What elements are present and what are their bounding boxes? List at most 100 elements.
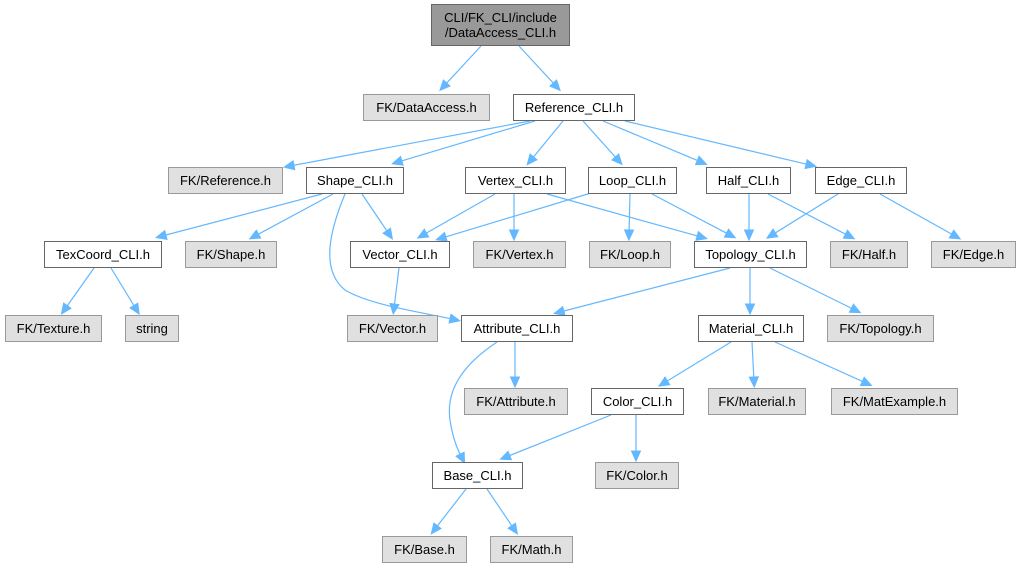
node-fk-edge[interactable]: FK/Edge.h (931, 241, 1016, 268)
node-box (589, 241, 671, 268)
arrowhead-icon (509, 376, 521, 389)
node-shape-cli[interactable]: Shape_CLI.h (306, 167, 404, 194)
edge-line (665, 341, 732, 383)
nodes-layer: CLI/FK_CLI/include/DataAccess_CLI.hFK/Da… (5, 4, 1016, 563)
arrowhead-icon (248, 229, 262, 240)
node-label: Edge_CLI.h (827, 173, 896, 188)
node-label: FK/Shape.h (197, 247, 266, 262)
arrowhead-icon (391, 155, 404, 166)
node-box (595, 462, 679, 489)
edge-loop_cli-to-topology_cli (651, 193, 737, 239)
node-base-cli[interactable]: Base_CLI.h (432, 462, 523, 489)
edge-line (773, 193, 839, 235)
node-fk-topology[interactable]: FK/Topology.h (827, 315, 934, 342)
edge-root-to-reference_cli (518, 45, 561, 92)
node-fk-math[interactable]: FK/Math.h (490, 536, 573, 563)
arrowhead-icon (553, 305, 566, 316)
edge-reference_cli-to-fk_reference (282, 120, 531, 171)
arrowhead-icon (155, 229, 168, 240)
node-fk-color[interactable]: FK/Color.h (595, 462, 679, 489)
node-fk-half[interactable]: FK/Half.h (830, 241, 908, 268)
node-fk-attribute[interactable]: FK/Attribute.h (464, 388, 568, 415)
node-box (815, 167, 907, 194)
arrowhead-icon (695, 230, 708, 241)
node-fk-material[interactable]: FK/Material.h (708, 388, 806, 415)
edge-reference_cli-to-loop_cli (582, 120, 623, 166)
edge-topology_cli-to-attribute_cli (553, 267, 731, 316)
node-half-cli[interactable]: Half_CLI.h (706, 167, 791, 194)
node-attribute-cli[interactable]: Attribute_CLI.h (461, 315, 573, 342)
node-label: Loop_CLI.h (599, 173, 666, 188)
edge-reference_cli-to-edge_cli (624, 120, 818, 170)
arrowhead-icon (282, 159, 296, 171)
edge-root-to-fk_dataaccess (439, 45, 482, 92)
edge-line (393, 267, 400, 307)
node-fk-reference[interactable]: FK/Reference.h (168, 167, 283, 194)
node-label: FK/DataAccess.h (376, 100, 476, 115)
arrowhead-icon (848, 303, 862, 314)
node-fk-vector[interactable]: FK/Vector.h (347, 315, 438, 342)
node-fk-dataaccess[interactable]: FK/DataAccess.h (363, 94, 490, 121)
node-box (185, 241, 277, 268)
edge-material_cli-to-fk_matexample (774, 341, 873, 386)
node-box (432, 462, 523, 489)
edge-edge_cli-to-topology_cli (765, 193, 839, 239)
node-label: Shape_CLI.h (317, 173, 393, 188)
node-color-cli[interactable]: Color_CLI.h (591, 388, 684, 415)
node-box (347, 315, 438, 342)
arrowhead-icon (448, 313, 462, 324)
node-string[interactable]: string (125, 315, 179, 342)
edge-shape_cli-to-texcoord_cli (155, 193, 323, 240)
arrowhead-icon (129, 302, 140, 316)
node-fk-matexample[interactable]: FK/MatExample.h (831, 388, 958, 415)
edge-line (624, 120, 809, 166)
node-reference-cli[interactable]: Reference_CLI.h (513, 94, 635, 121)
edge-material_cli-to-fk_material (748, 341, 760, 389)
edge-vertex_cli-to-topology_cli (546, 193, 708, 241)
node-label: FK/Reference.h (180, 173, 271, 188)
edge-line (769, 267, 854, 310)
node-box (306, 167, 404, 194)
arrowhead-icon (630, 450, 642, 463)
node-label: Base_CLI.h (444, 468, 512, 483)
node-box (513, 94, 635, 121)
node-topology-cli[interactable]: Topology_CLI.h (694, 241, 807, 268)
node-edge-cli[interactable]: Edge_CLI.h (815, 167, 907, 194)
node-fk-base[interactable]: FK/Base.h (382, 536, 467, 563)
node-label: FK/Vertex.h (486, 247, 554, 262)
edge-reference_cli-to-half_cli (602, 120, 708, 166)
edge-line (546, 193, 700, 238)
edge-edge_cli-to-fk_edge (879, 193, 962, 240)
edge-reference_cli-to-vertex_cli (526, 120, 564, 166)
edge-vertex_cli-to-fk_vertex (508, 194, 520, 242)
edge-line (531, 120, 564, 159)
node-loop-cli[interactable]: Loop_CLI.h (588, 167, 677, 194)
edge-color_cli-to-fk_color (630, 415, 642, 463)
arrowhead-icon (623, 229, 635, 242)
node-label: FK/Base.h (394, 542, 455, 557)
node-fk-texture[interactable]: FK/Texture.h (5, 315, 102, 342)
edge-line (879, 193, 954, 236)
node-box (461, 315, 573, 342)
node-box (168, 167, 283, 194)
edge-line (582, 120, 618, 159)
node-box (591, 388, 684, 415)
arrowhead-icon (382, 227, 394, 240)
node-vertex-cli[interactable]: Vertex_CLI.h (465, 167, 566, 194)
edge-topology_cli-to-fk_topology (769, 267, 862, 314)
node-texcoord-cli[interactable]: TexCoord_CLI.h (44, 241, 162, 268)
node-material-cli[interactable]: Material_CLI.h (698, 315, 804, 342)
node-box (465, 167, 566, 194)
edge-vector_cli-to-fk_vector (389, 267, 400, 316)
node-label: CLI/FK_CLI/include (444, 10, 557, 25)
node-root: CLI/FK_CLI/include/DataAccess_CLI.h (431, 4, 570, 46)
node-label: FK/Color.h (606, 468, 667, 483)
node-vector-cli[interactable]: Vector_CLI.h (350, 241, 450, 268)
node-fk-vertex[interactable]: FK/Vertex.h (473, 241, 566, 268)
node-label: FK/Texture.h (17, 321, 91, 336)
edge-line (774, 341, 865, 383)
node-fk-loop[interactable]: FK/Loop.h (589, 241, 671, 268)
node-box (464, 388, 568, 415)
node-fk-shape[interactable]: FK/Shape.h (185, 241, 277, 268)
arrowhead-icon (549, 79, 561, 92)
